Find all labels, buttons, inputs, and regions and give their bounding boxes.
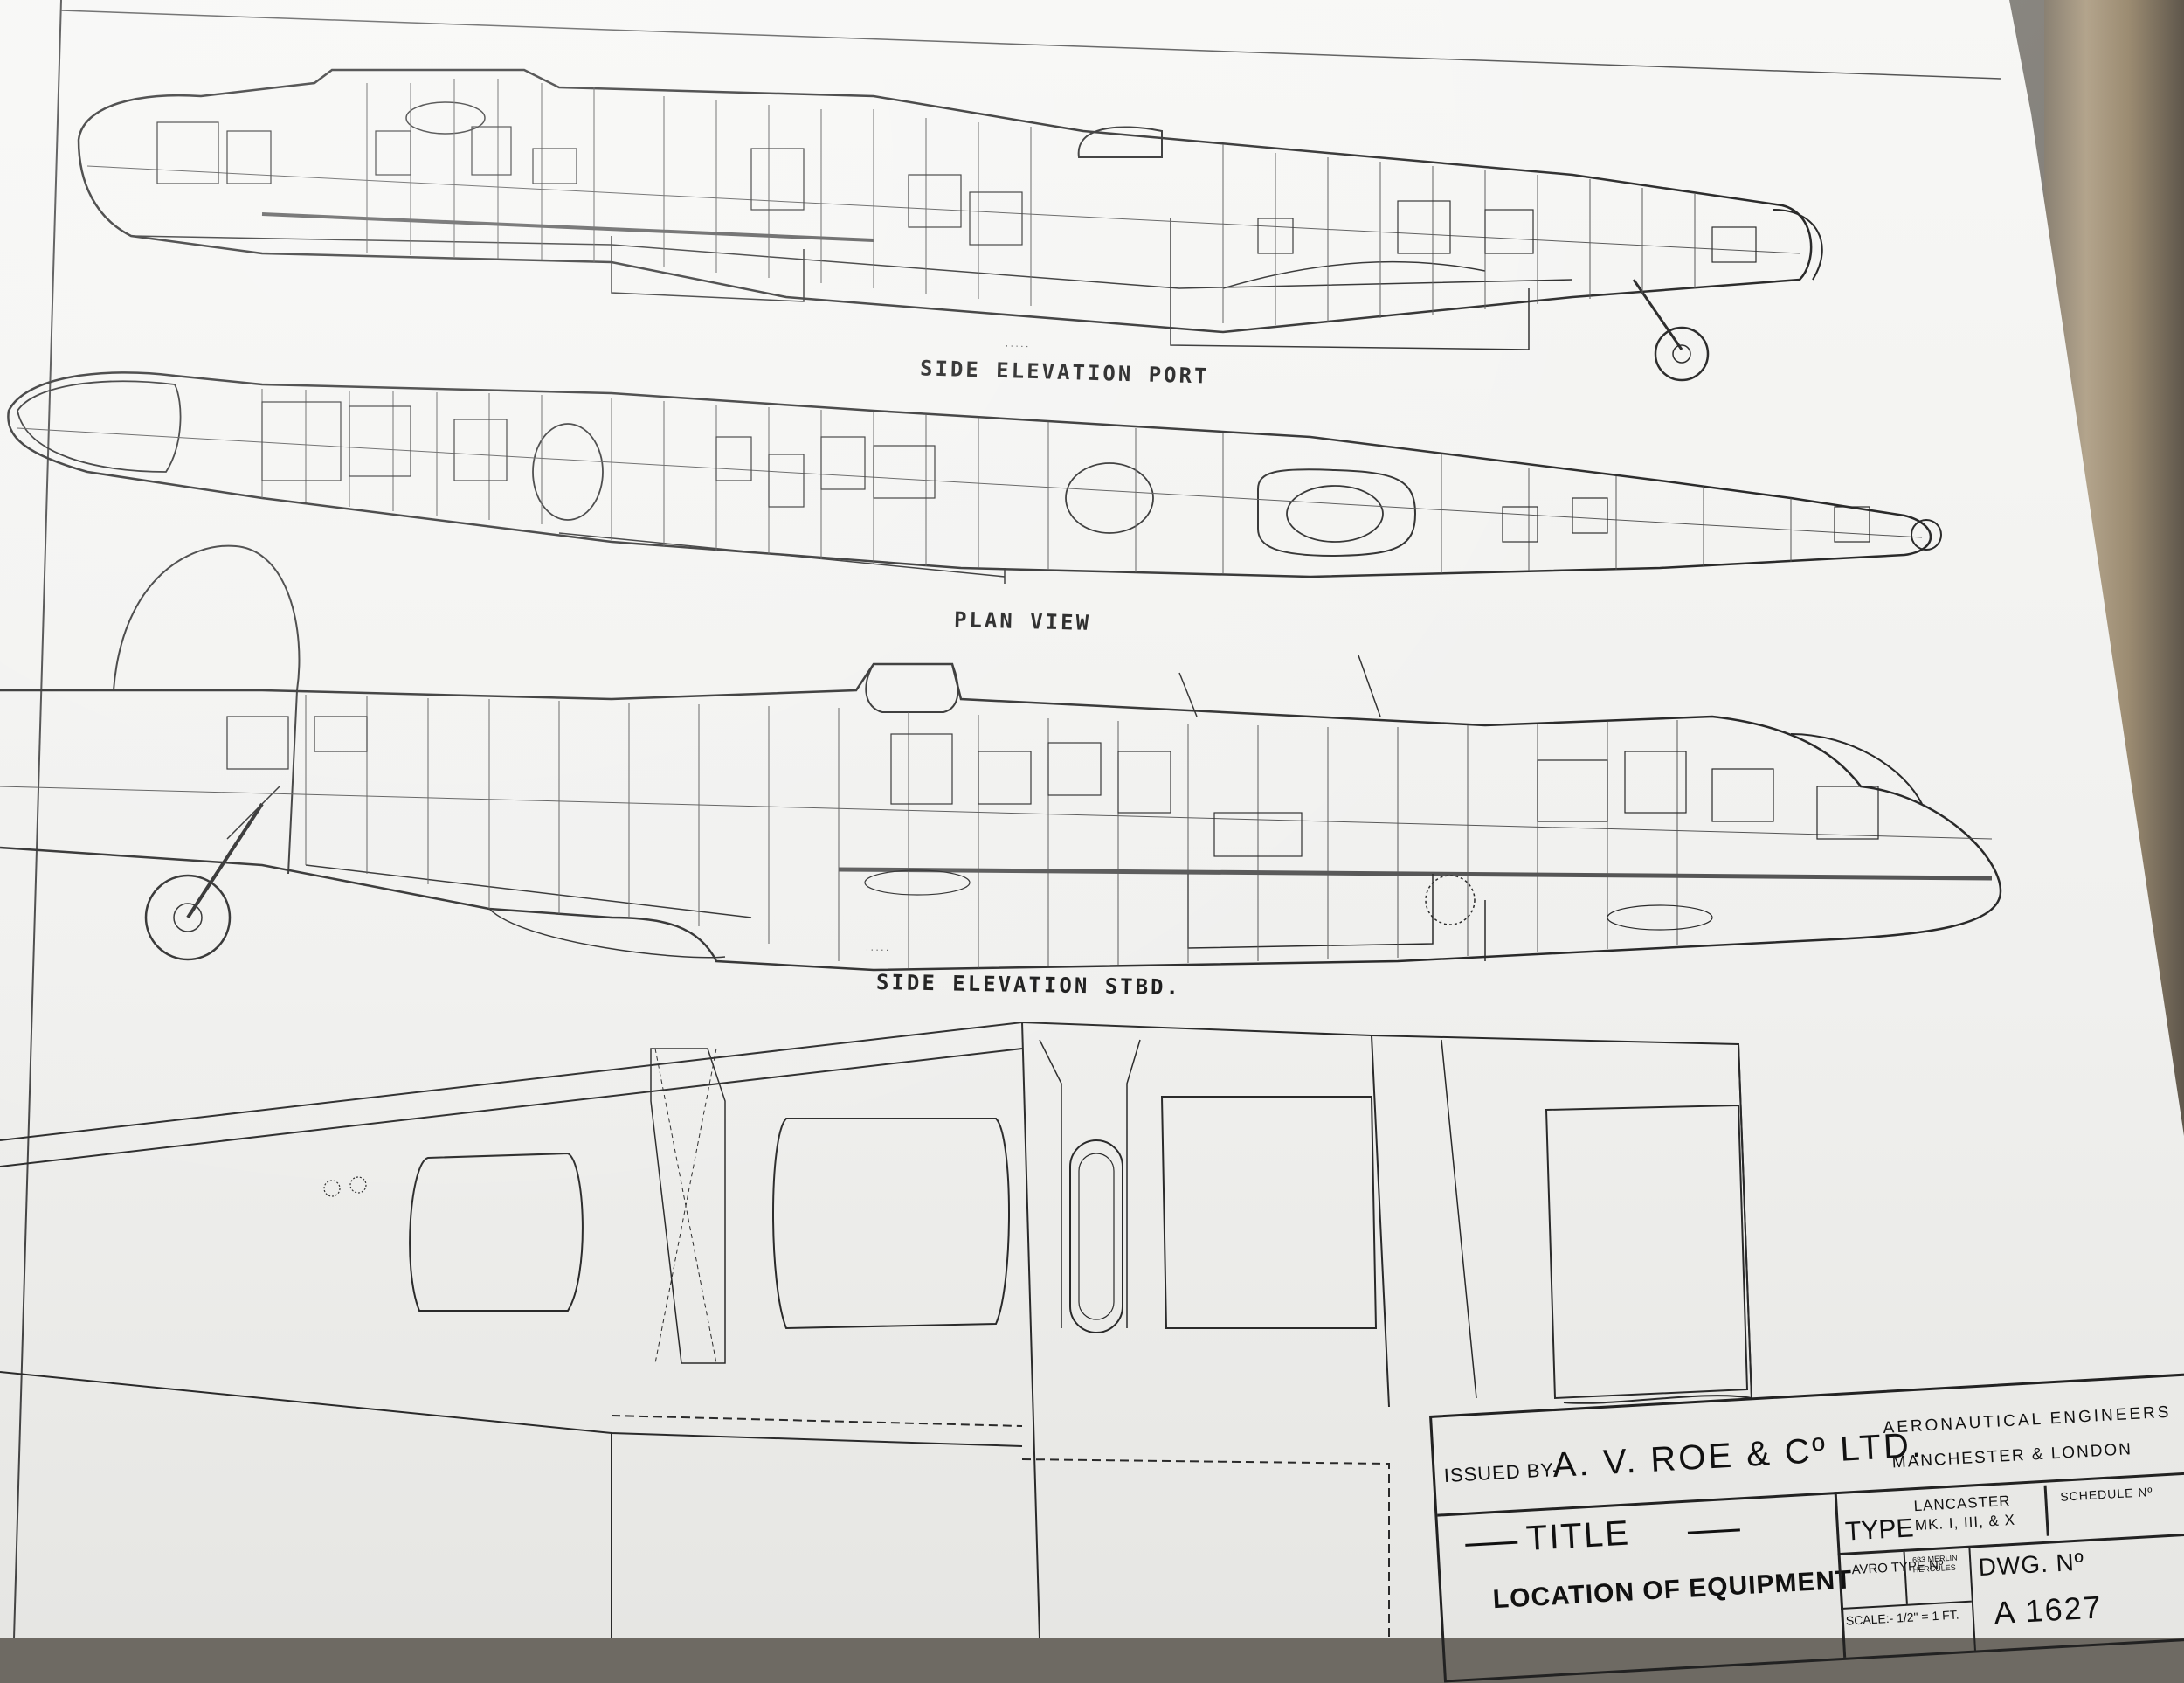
bomb-stowage-line-note: ····· — [1004, 342, 1031, 351]
company-location: MANCHESTER & LONDON — [1891, 1440, 2133, 1472]
fuselage-side-stbd — [0, 654, 2002, 972]
title-block: ISSUED BY- A. V. ROE & Cº LTD. AERONAUTI… — [1429, 1371, 2184, 1683]
type-label: TYPE — [1844, 1513, 1915, 1547]
tail-fin-outline — [113, 544, 301, 875]
schedule-label: SCHEDULE Nº — [2059, 1484, 2153, 1504]
issued-by-label: ISSUED BY- — [1443, 1458, 1561, 1487]
fuselage-side-port — [77, 68, 1823, 382]
drawing-number: A 1627 — [1993, 1589, 2104, 1631]
company-name: A. V. ROE & Cº LTD. — [1552, 1425, 1925, 1486]
technical-drawing — [0, 0, 2002, 1638]
drawing-title: LOCATION OF EQUIPMENT — [1491, 1565, 1854, 1615]
bomb-door-line-note: ····· — [864, 945, 891, 955]
title-block-rule-v3 — [1968, 1548, 1976, 1651]
drawing-sheet — [0, 0, 2184, 1638]
wing-plan-section — [0, 1021, 1753, 1638]
drawing-number-label: DWG. Nº — [1977, 1548, 2085, 1582]
label-plan-view: PLAN VIEW — [953, 607, 1092, 635]
drawing-scale: SCALE:- 1/2" = 1 FT. — [1845, 1607, 1959, 1628]
title-dash-right — [1687, 1528, 1740, 1534]
sheet-border-top — [60, 10, 2001, 80]
schedule-cell: SCHEDULE Nº — [2043, 1475, 2184, 1536]
title-dash-left — [1465, 1541, 1518, 1547]
type-value-marks: MK. I, III, & X — [1914, 1511, 2016, 1534]
sheet-border — [13, 0, 62, 1638]
title-label: TITLE — [1524, 1513, 1631, 1558]
engine-types: 683 MERLIN HERCULES — [1912, 1553, 1966, 1575]
fuselage-plan-view — [7, 371, 1942, 584]
company-descriptor: AERONAUTICAL ENGINEERS — [1883, 1402, 2172, 1438]
avro-type-number: 683 — [1911, 1555, 1926, 1565]
